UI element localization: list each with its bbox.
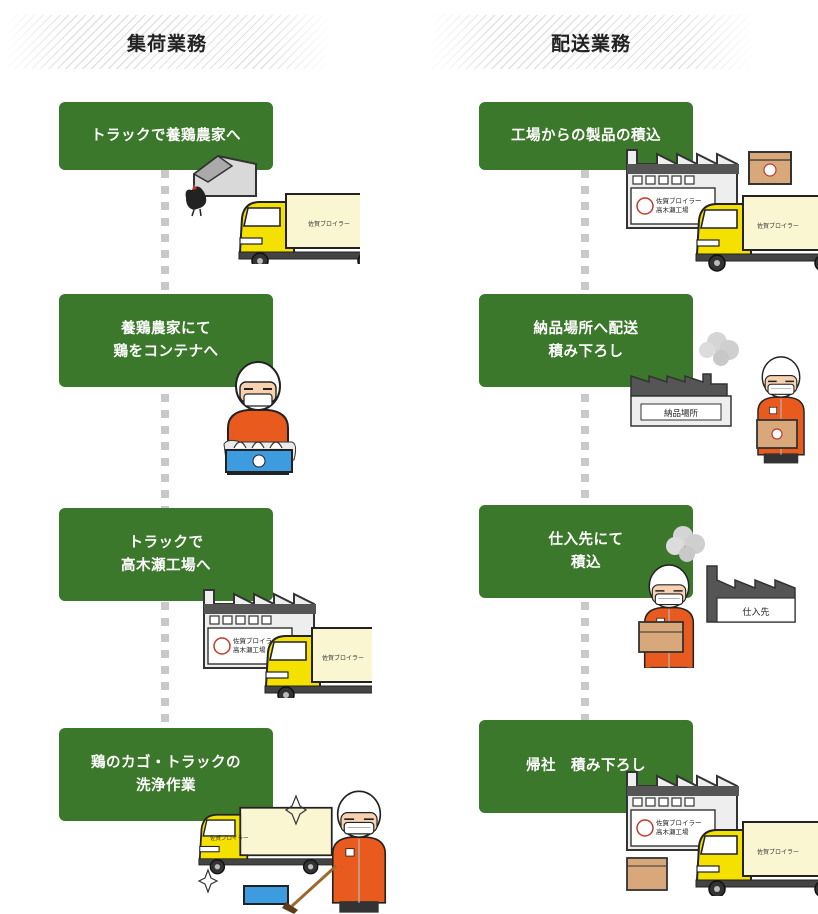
- step-text-line-1: 養鶏農家にて: [121, 320, 211, 337]
- factory-name-line-1: 佐賀ブロイラー: [233, 636, 279, 645]
- supplier-sign: 仕入先: [742, 606, 769, 618]
- collection-column: 集荷業務 トラックで養鶏農家へ 養鶏農家にて 鶏をコンテナへ トラックで 高木瀬…: [0, 15, 387, 914]
- delivery-column: 配送業務 工場からの製品の積込 納品場所へ配送 積み下ろし 仕入先にて 積込 帰…: [409, 0, 818, 914]
- step-text-line-1: トラックで: [128, 534, 204, 551]
- collection-step-4: 鶏のカゴ・トラックの 洗浄作業: [59, 728, 273, 821]
- factory-truck-illustration: 佐賀ブロイラー 高木瀬工場 佐賀ブロイラー: [203, 589, 372, 698]
- delivery-heading-band: 配送業務: [426, 15, 756, 69]
- step-text-line-2: 積み下ろし: [548, 343, 624, 360]
- factory-name-line-1: 佐賀ブロイラー: [656, 196, 702, 205]
- step-text-line-2: 洗浄作業: [136, 777, 196, 794]
- crate-icon: [243, 885, 289, 905]
- farm-truck-illustration: 佐賀ブロイラー: [185, 154, 360, 264]
- delivery-place-building-icon: [630, 373, 732, 427]
- truck-brand-label: 佐賀ブロイラー: [308, 220, 350, 228]
- sparkle-icon: [197, 868, 219, 894]
- step-text-line-1: 鶏のカゴ・トラックの: [91, 754, 241, 771]
- smoke-icon: [666, 526, 705, 562]
- collection-step-1: トラックで養鶏農家へ: [59, 102, 273, 170]
- delivery-timeline-line: [581, 170, 589, 720]
- step-text-line-2: 鶏をコンテナへ: [113, 343, 219, 360]
- collection-heading: 集荷業務: [126, 33, 207, 55]
- factory-name-line-1: 佐賀ブロイラー: [656, 818, 702, 827]
- truck-brand-label: 佐賀ブロイラー: [757, 848, 799, 856]
- sparkle-icon: [284, 794, 308, 826]
- truck-brand-label: 佐賀ブロイラー: [757, 222, 799, 230]
- smoke-icon: [699, 332, 739, 366]
- truck-icon: [238, 193, 360, 264]
- broom-icon: [290, 864, 338, 908]
- factory-loading-illustration: 佐賀ブロイラー 高木瀬工場 佐賀ブロイラー: [626, 149, 818, 272]
- cardboard-box-icon: [748, 151, 792, 185]
- step-text-line-2: 高木瀬工場へ: [121, 557, 211, 574]
- delivery-heading: 配送業務: [550, 33, 631, 55]
- step-text-line-1: 仕入先にて: [548, 531, 624, 548]
- cardboard-box-icon: [638, 621, 684, 653]
- supplier-illustration: 仕入先: [638, 526, 796, 668]
- factory-name-line-2: 高木瀬工場: [656, 205, 689, 214]
- washing-scene-illustration: 佐賀ブロイラー: [197, 790, 387, 914]
- factory-name-line-2: 高木瀬工場: [233, 645, 266, 654]
- worker-with-crate-illustration: [223, 361, 297, 475]
- delivery-place-sign: 納品場所: [664, 408, 699, 419]
- collection-heading-band: 集荷業務: [0, 15, 334, 69]
- barn-icon: [192, 154, 257, 197]
- cardboard-box-icon: [756, 419, 798, 449]
- delivery-step-2: 納品場所へ配送 積み下ろし: [479, 294, 693, 387]
- step-text-line-2: 積込: [571, 554, 601, 571]
- step-text: トラックで養鶏農家へ: [91, 127, 241, 144]
- step-text: 帰社 積み下ろし: [526, 758, 646, 774]
- collection-timeline-line: [161, 170, 169, 728]
- truck-brand-label: 佐賀ブロイラー: [322, 654, 364, 662]
- collection-step-2: 養鶏農家にて 鶏をコンテナへ: [59, 294, 273, 387]
- step-text-line-1: 納品場所へ配送: [533, 320, 639, 337]
- step-text: 工場からの製品の積込: [511, 127, 661, 144]
- return-unloading-illustration: 佐賀ブロイラー 高木瀬工場 佐賀ブロイラー: [626, 771, 818, 896]
- supplier-building-icon: [706, 565, 796, 623]
- worker-icon: [331, 790, 387, 914]
- cardboard-box-icon: [626, 857, 668, 891]
- truck-icon: [264, 627, 372, 698]
- truck-icon: [695, 821, 818, 896]
- truck-brand-label: 佐賀ブロイラー: [210, 834, 249, 842]
- chicken-icon: [185, 184, 207, 217]
- delivery-place-illustration: 納品場所: [630, 332, 805, 465]
- truck-icon: [695, 195, 818, 272]
- factory-name-line-2: 高木瀬工場: [656, 827, 689, 836]
- collection-step-3: トラックで 高木瀬工場へ: [59, 508, 273, 601]
